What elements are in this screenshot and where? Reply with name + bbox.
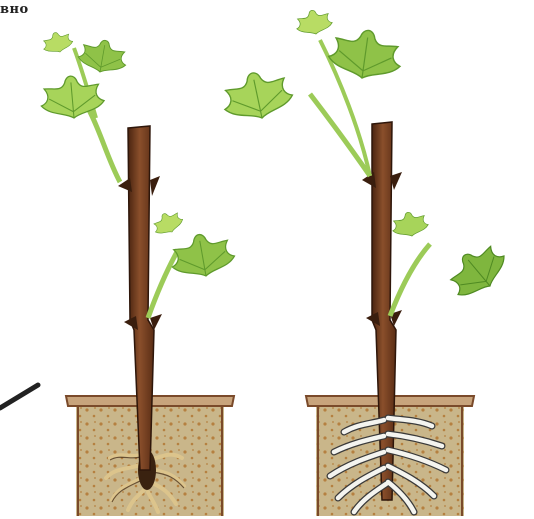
left-leaf-lower: [168, 229, 237, 281]
right-leaf-small: [390, 209, 430, 239]
right-leaf-bud: [294, 7, 334, 37]
right-leaf-lower: [441, 236, 513, 305]
left-leaf-small: [150, 208, 186, 239]
right-leaf-large-left: [219, 66, 296, 125]
left-cutting: [39, 29, 237, 516]
left-leaf-bud: [40, 29, 74, 56]
right-cutting: [219, 7, 513, 516]
stake: [0, 385, 38, 408]
left-leaf-top: [76, 36, 129, 76]
